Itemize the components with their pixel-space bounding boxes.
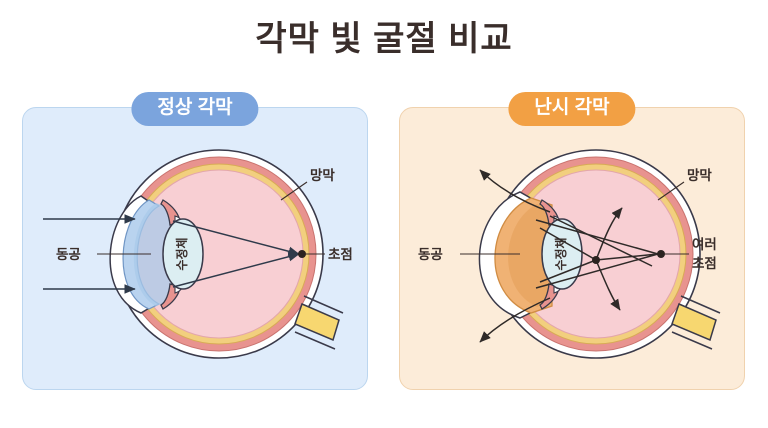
pupil-label: 동공 [56,247,81,262]
lens-label: 수정체 [174,237,189,270]
panel-normal-cornea: 정상 각막 수정체 [22,92,368,390]
deflected-ray-upper-inner [595,207,623,261]
optic-nerve [294,302,340,342]
panel-badge-normal: 정상 각막 [131,92,259,126]
refracted-ray-top [172,220,300,256]
focus-label-line1: 여러 [692,236,717,252]
scattered-ray-1 [535,219,659,255]
pupil-label: 동공 [418,247,443,262]
lens-label: 수정체 [553,237,568,270]
focal-point-inner [592,256,600,264]
eye-diagram-astigmatism: 수정체 동공 망막 여러 초점 [418,149,721,359]
retina-label: 망막 [687,167,712,183]
retina-leader [280,181,308,201]
focal-point-retinal [657,250,665,258]
retina-label: 망막 [310,167,335,183]
refracted-ray-bottom [172,252,300,288]
scattered-ray-5 [595,253,659,261]
scattered-ray-6 [549,215,653,267]
crystalline-lens [162,218,204,290]
deflected-ray-upper-left [479,169,551,213]
retina-leader [657,181,685,201]
focal-point [298,250,306,258]
crystalline-lens [541,218,583,290]
panel-astigmatic-cornea: 난시 각막 수정체 [399,92,745,390]
scattered-ray-3 [539,227,597,261]
panel-badge-astigmatism: 난시 각막 [508,92,636,126]
focus-label-line2: 초점 [692,255,717,271]
focus-label: 초점 [328,246,353,262]
eye-diagram-normal: 수정체 동공 망막 초점 [43,149,353,359]
optic-nerve [671,302,717,342]
deflected-ray-lower-inner [595,259,621,311]
page-title: 각막 빛 굴절 비교 [255,20,513,58]
scattered-ray-4 [539,259,597,283]
deflected-ray-lower-left [479,297,551,343]
anterior-chamber [133,203,173,306]
